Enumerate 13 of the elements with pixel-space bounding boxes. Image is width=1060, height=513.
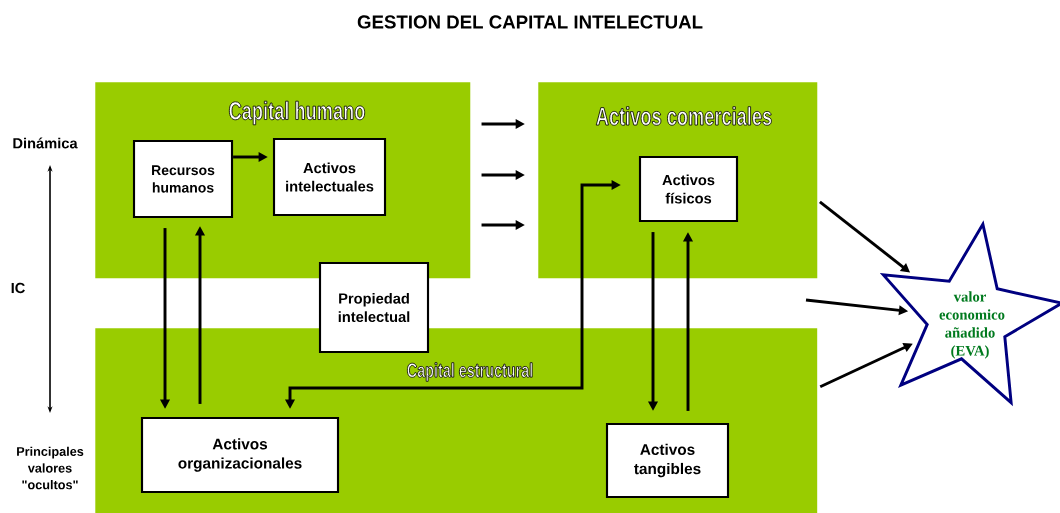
axis-label: Dinámica xyxy=(13,137,78,149)
process-box: Recursos humanos xyxy=(132,139,234,219)
process-box: Activos intelectuales xyxy=(272,137,387,217)
process-box: Activos físicos xyxy=(638,155,739,223)
process-box: Propiedad intelectual xyxy=(318,261,430,354)
band-heading: Capital estructural xyxy=(406,362,533,382)
process-box: Activos tangibles xyxy=(605,422,730,499)
band-heading: Activos comerciales xyxy=(595,106,772,126)
title: GESTION DEL CAPITAL INTELECTUAL xyxy=(357,15,703,29)
axis-label: IC xyxy=(11,282,25,294)
process-box: Activos organizacionales xyxy=(140,416,340,494)
axis-label: Principales valores "ocultos" xyxy=(17,446,84,490)
band-heading: Capital humano xyxy=(228,100,365,126)
